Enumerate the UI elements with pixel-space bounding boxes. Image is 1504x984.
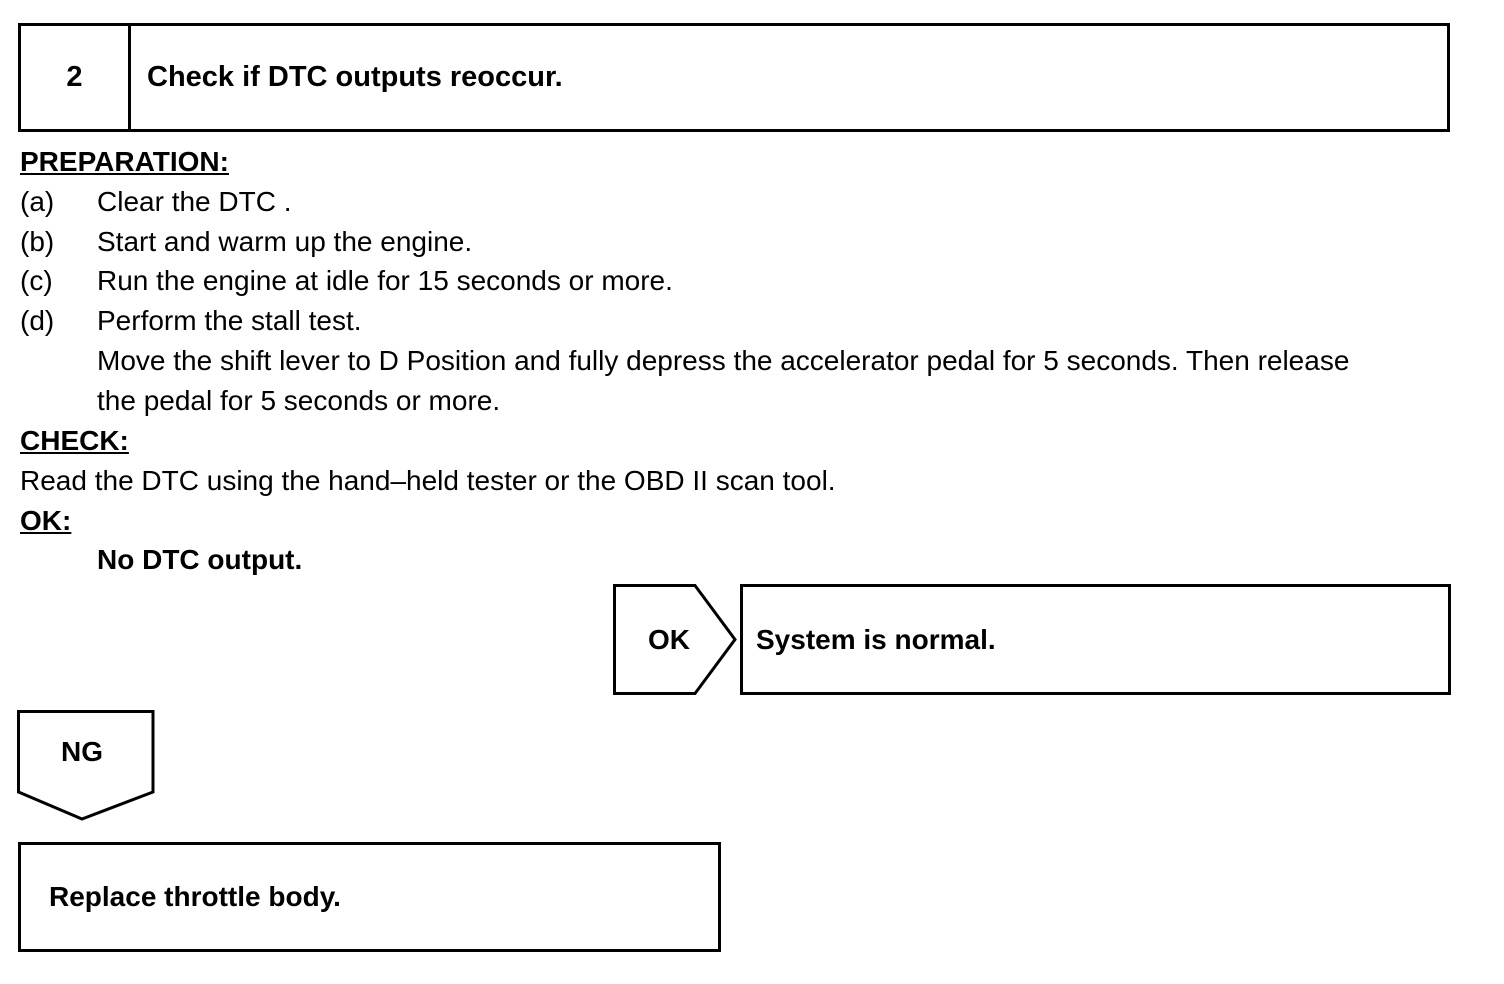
prep-item-c: Run the engine at idle for 15 seconds or… [97,265,673,296]
ok-result-text: System is normal. [756,623,996,655]
prep-marker-a: (a) [20,186,55,217]
ok-arrow-shape [613,584,737,695]
preparation-heading: PREPARATION: [20,146,229,177]
prep-item-a: Clear the DTC . [97,186,292,217]
ok-criteria-text: No DTC output. [97,544,303,575]
ng-result-box: Replace throttle body. [18,842,721,952]
stall-test-note-line2: the pedal for 5 seconds or more. [97,385,501,416]
prep-marker-b: (b) [20,226,55,257]
ng-branch-label: NG [61,736,103,767]
ok-heading: OK: [20,505,72,536]
ng-arrow-shape [17,710,155,821]
prep-item-d: Perform the stall test. [97,305,362,336]
check-heading: CHECK: [20,425,129,456]
stall-test-note-line1: Move the shift lever to D Position and f… [97,345,1350,376]
ng-result-text: Replace throttle body. [49,881,341,912]
step-number: 2 [21,26,131,129]
ok-branch-label: OK [648,623,690,655]
check-text: Read the DTC using the hand–held tester … [20,465,836,496]
ok-result-box: System is normal. [740,584,1451,695]
prep-item-b: Start and warm up the engine. [97,226,473,257]
step-title: Check if DTC outputs reoccur. [147,61,563,93]
step-header-box: 2 Check if DTC outputs reoccur. [18,23,1450,132]
prep-marker-c: (c) [20,265,53,296]
prep-marker-d: (d) [20,305,55,336]
